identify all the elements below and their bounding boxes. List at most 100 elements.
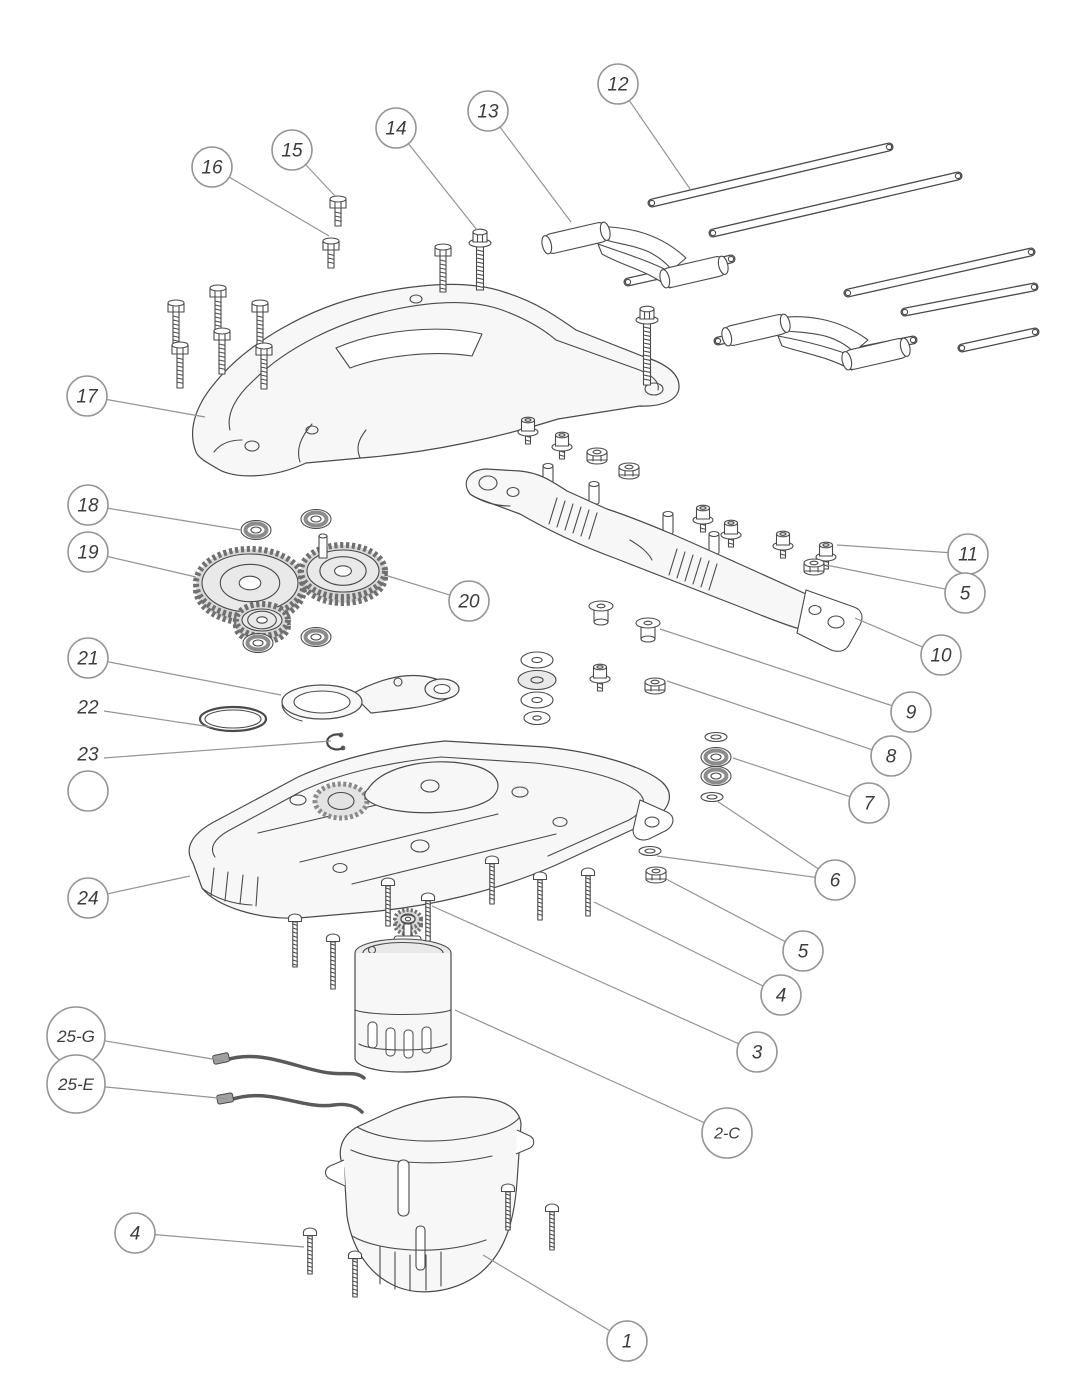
callout-17: 17 — [66, 375, 206, 418]
callout-13: 13 — [467, 90, 572, 223]
hinge-pin — [708, 171, 963, 238]
fasteners-group — [167, 195, 837, 1298]
hex-screw — [213, 327, 231, 375]
callout-circle — [606, 1320, 648, 1362]
o-ring — [198, 705, 268, 733]
hex-screw — [322, 237, 340, 269]
ball-bearing — [242, 632, 274, 654]
hex-screw — [329, 195, 347, 227]
wire-25-G — [212, 1052, 366, 1080]
pan-head-screw — [347, 1250, 363, 1298]
callout-23: 23 — [76, 740, 332, 766]
callout-22: 22 — [76, 698, 212, 728]
hex-screw — [171, 341, 189, 389]
leader-line — [659, 628, 893, 707]
leader-line — [407, 143, 478, 231]
ball-bearing — [700, 765, 732, 787]
callout-7: 7 — [732, 757, 890, 824]
callout-circle — [67, 877, 109, 919]
wire-terminal — [212, 1052, 230, 1065]
leader-line — [431, 905, 740, 1045]
lock-nut — [618, 462, 640, 480]
leader-line — [104, 1086, 229, 1100]
leader-line — [854, 617, 923, 648]
washer-head-screw — [692, 504, 714, 533]
leader-line — [107, 507, 242, 531]
hinge-pin — [843, 247, 1036, 298]
callout-14: 14 — [375, 107, 478, 231]
callout-8: 8 — [666, 680, 912, 777]
pan-head-screw — [302, 1227, 318, 1275]
callout-circle — [944, 572, 986, 614]
callout-label: 6 — [830, 871, 841, 892]
suspension-arms-group — [541, 221, 911, 371]
callout-label: 22 — [76, 698, 99, 719]
leader-line — [103, 740, 332, 759]
pan-head-screw — [380, 877, 396, 927]
callout-4: 4 — [593, 901, 802, 1016]
callout-5: 5 — [665, 878, 824, 972]
pan-head-screw — [580, 867, 596, 917]
pan-head-screw — [544, 1203, 560, 1251]
callout-circle — [46, 1054, 106, 1114]
leader-line — [104, 1040, 225, 1062]
main-chassis — [188, 740, 674, 919]
lower-housing — [324, 1096, 535, 1293]
lock-nut — [644, 677, 666, 695]
flat-washer — [700, 791, 724, 803]
pan-head-screw — [287, 913, 303, 968]
callout-circle — [920, 634, 962, 676]
callout-circle — [375, 107, 417, 149]
callout-10: 10 — [854, 617, 962, 676]
spacer-bushing — [635, 617, 661, 643]
leader-line — [716, 800, 819, 870]
hinge-pin — [957, 327, 1040, 353]
callout-label: 21 — [76, 649, 98, 670]
leader-line — [154, 1234, 305, 1248]
lock-nut — [645, 866, 667, 884]
callout-circle — [67, 637, 109, 679]
leader-line — [836, 544, 949, 554]
callout-20: 20 — [387, 575, 490, 622]
leader-line — [732, 757, 851, 798]
steering-bellcrank — [281, 674, 460, 722]
lock-nut — [586, 447, 608, 465]
hex-screw — [434, 243, 452, 293]
hex-screw — [209, 284, 227, 332]
callout-15: 15 — [271, 129, 336, 197]
pan-head-screw — [484, 855, 500, 905]
callout-circle — [67, 770, 109, 812]
callout-label: 3 — [752, 1043, 763, 1064]
callout-circle — [66, 375, 108, 417]
spacer-bushing — [588, 600, 614, 626]
callout-label: 15 — [281, 141, 303, 162]
leader-line — [305, 164, 336, 197]
callout-3: 3 — [431, 905, 778, 1073]
callout-1: 1 — [482, 1254, 648, 1362]
pan-head-screw — [325, 933, 341, 990]
callout-24: 24 — [67, 875, 191, 919]
washer-head-screw — [551, 431, 573, 460]
callout-9: 9 — [659, 628, 932, 733]
motor-wires — [212, 1052, 366, 1114]
callout-label: 14 — [385, 119, 406, 140]
callout-label: 2-C — [713, 1126, 740, 1143]
leader-line — [656, 855, 816, 878]
callout-label: 25-G — [56, 1027, 95, 1046]
callout-label: 4 — [130, 1224, 141, 1245]
callout-circle — [271, 129, 313, 171]
leader-line — [666, 680, 873, 751]
callout-circle — [760, 974, 802, 1016]
callout-12: 12 — [597, 63, 691, 190]
callout-circle — [448, 580, 490, 622]
ball-bearing — [700, 746, 732, 768]
callout-circle — [848, 782, 890, 824]
disc-stacks-group — [517, 651, 557, 726]
suspension-arm — [541, 221, 729, 289]
callout-label: 12 — [607, 75, 629, 96]
washer-head-screw — [589, 663, 611, 692]
leader-line — [106, 398, 206, 418]
callout-label: 7 — [864, 794, 876, 815]
